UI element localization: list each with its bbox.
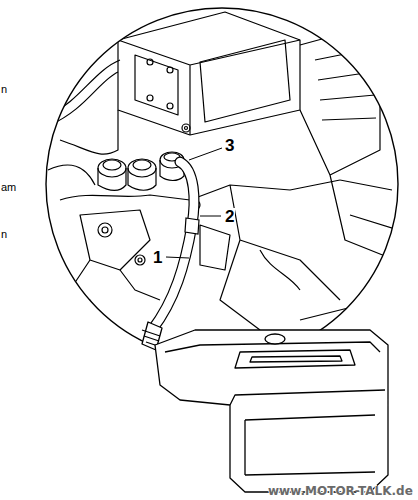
detail-circle <box>46 8 398 360</box>
leader-lines <box>166 148 222 258</box>
callout-number: 1 <box>152 249 163 266</box>
text-fragment: am <box>1 182 16 193</box>
drain-hose <box>152 162 199 330</box>
text-fragment: n <box>1 229 7 240</box>
jerrycan <box>142 322 388 492</box>
callout-number: 2 <box>224 208 235 225</box>
text-fragment: n <box>1 84 7 95</box>
callout-number: 3 <box>224 137 235 154</box>
engine-detail <box>48 12 398 330</box>
watermark: www.MOTOR-TALK.de <box>268 485 413 497</box>
